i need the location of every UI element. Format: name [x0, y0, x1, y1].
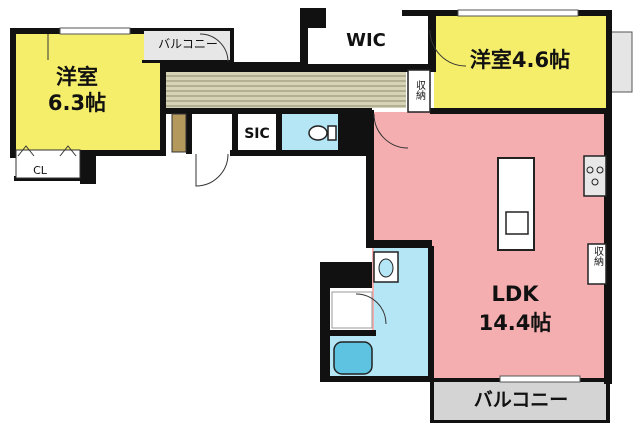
stove [583, 155, 607, 197]
balcony-small-label: バルコニー [158, 37, 218, 51]
side-balcony-floor [609, 31, 633, 93]
hall-storage-label: 収納 [414, 80, 426, 101]
bathtub [333, 341, 373, 375]
cl-label: CL [33, 164, 48, 177]
hall-storage-box [407, 69, 431, 113]
western-room-2-label: 洋室4.6帖 [470, 48, 570, 72]
western-room-1-name: 洋室 [56, 65, 98, 89]
washer-pan [331, 291, 373, 329]
western-room-2-floor [434, 14, 606, 110]
pillar [171, 113, 187, 153]
sic-room [238, 114, 276, 150]
western-room-1-floor [14, 32, 166, 152]
sic-label: SIC [244, 126, 270, 142]
ldk-size: 14.4帖 [479, 311, 552, 335]
balcony-main-floor [434, 380, 608, 420]
ldk-storage-label: 収納 [592, 246, 604, 267]
kitchen-sink [505, 211, 529, 235]
door-swings [47, 29, 467, 325]
balcony-main-label: バルコニー [474, 389, 569, 411]
wic-label: WIC [346, 30, 386, 51]
closet-cl [15, 149, 81, 179]
wic-floor [306, 10, 436, 68]
kitchen-island [497, 157, 535, 251]
western-room-1-size: 6.3帖 [48, 91, 106, 115]
ldk-storage-box [587, 243, 607, 285]
ldk-name: LDK [491, 282, 539, 306]
balcony-small-floor [144, 30, 232, 62]
hallway-floor [166, 72, 406, 108]
windows [59, 9, 581, 383]
toilet-bowl [308, 125, 328, 141]
